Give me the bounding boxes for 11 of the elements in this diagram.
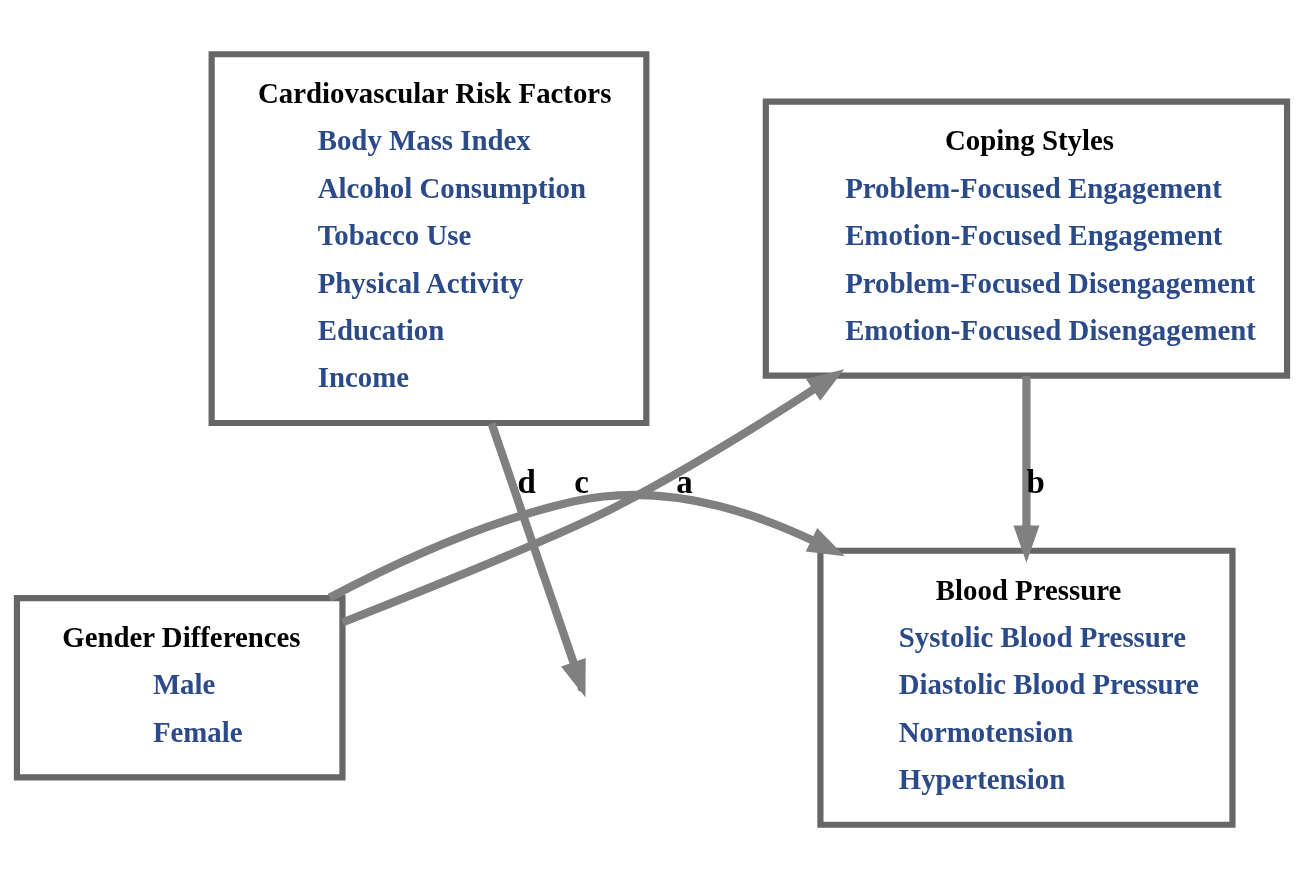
edge-label: d	[517, 463, 536, 500]
edge-label: c	[574, 463, 589, 500]
arrow	[327, 490, 845, 602]
edge-label: b	[1026, 463, 1045, 500]
node-box: Blood Pressure Systolic Blood Pressure Diastolic Blood Pressure Normotension Hypertension	[817, 547, 1236, 828]
edge-label: a	[676, 463, 693, 500]
arrow	[340, 369, 845, 627]
node-box: Cardiovascular Risk Factors Body Mass Index Alcohol Consumption Tobacco Use Physical Activity Education Income	[208, 51, 650, 427]
node-box: Coping Styles Problem-Focused Engagement Emotion-Focused Engagement Problem-Focused Disengagement Emotion-Focused Disengagement	[762, 98, 1291, 379]
arrow	[1013, 376, 1040, 563]
node-box: Gender Differences Male Female	[13, 595, 346, 781]
